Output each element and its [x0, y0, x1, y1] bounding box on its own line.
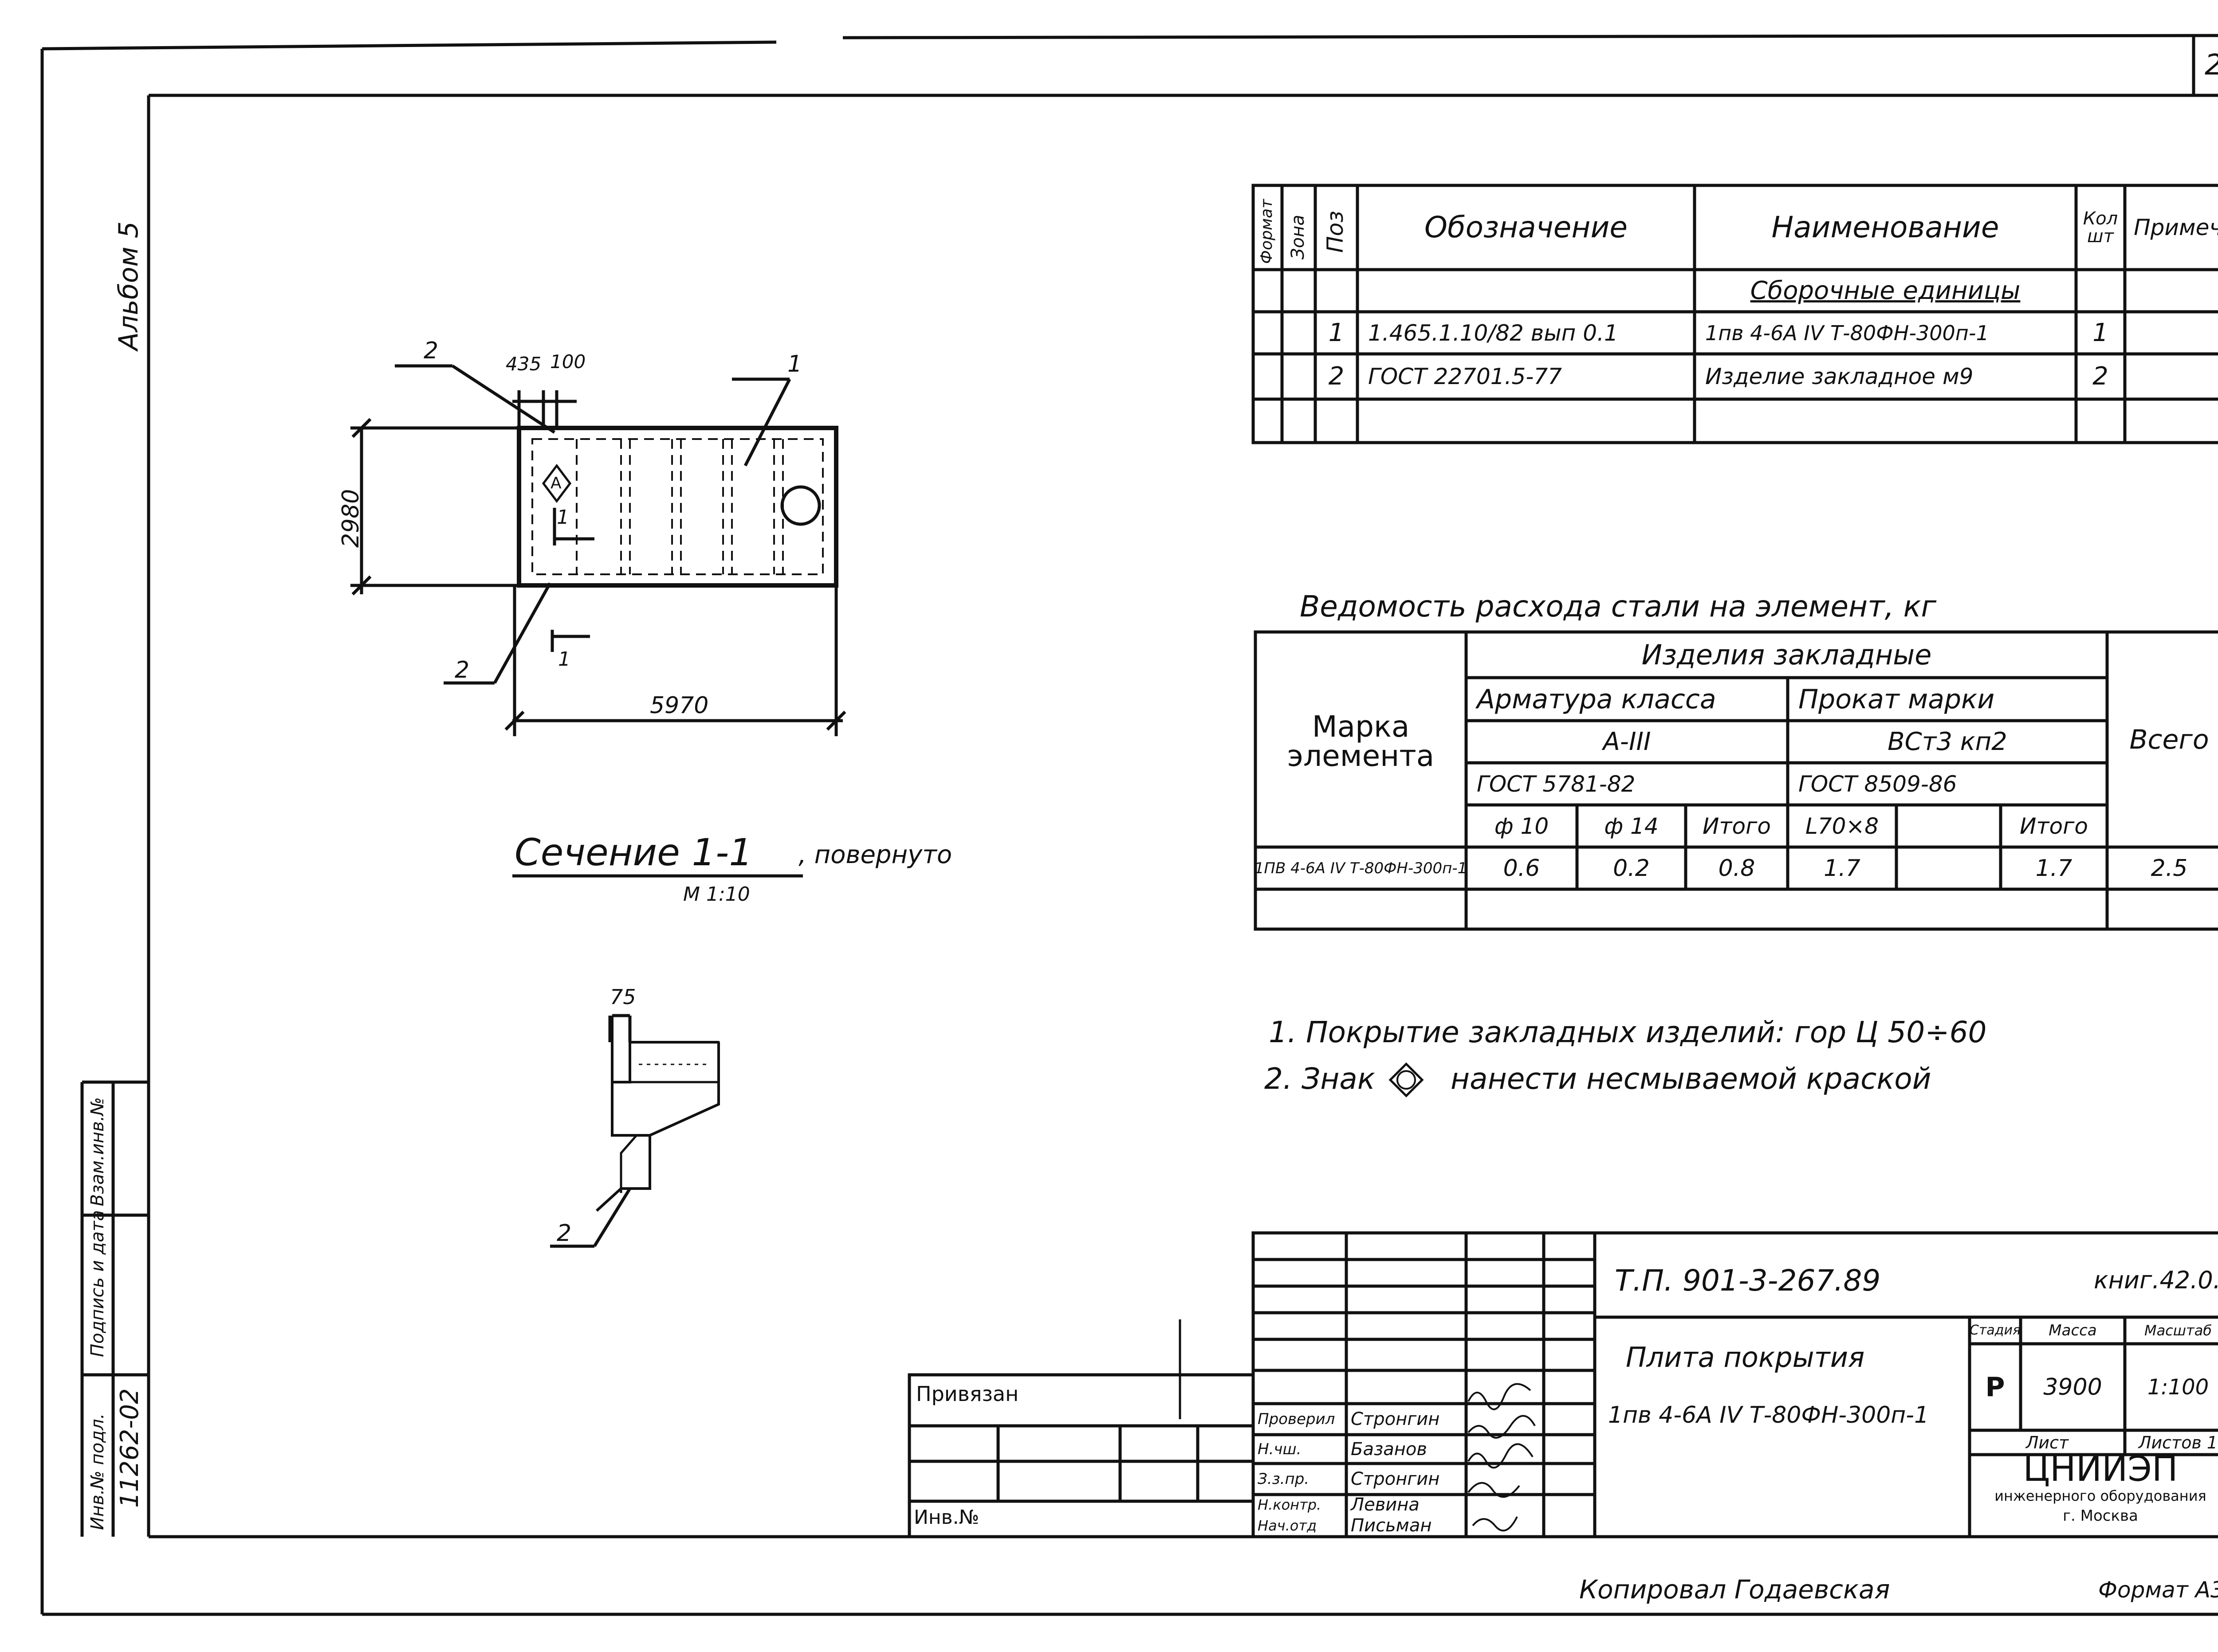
stamp-title-line2: 1пв 4-6А IV Т-80ФН-300п-1 [1608, 1402, 1929, 1428]
section-scale: М 1:10 [683, 883, 750, 906]
stamp-role-5: Нач.отд [1258, 1517, 1317, 1534]
stamp-name-3: Стронгин [1351, 1469, 1440, 1489]
spec-header-pos: Поз [1322, 211, 1348, 253]
steel-row-total2: 1.7 [2035, 855, 2072, 882]
steel-rebar-class: Арматура класса [1477, 683, 1716, 715]
steel-row-f14: 0.2 [1613, 855, 1650, 882]
section-rotated: , повернуто [798, 840, 952, 869]
plan-section-mark-bottom: 1 [558, 648, 570, 671]
stamp-scale-header: Масштаб [2144, 1322, 2212, 1339]
steel-rolled-gost: ГОСТ 8509-86 [1798, 771, 1957, 797]
spec-row-1-name: 1пв 4-6А IV Т-80ФН-300п-1 [1705, 321, 1989, 345]
steel-row-grand-total: 2.5 [2151, 855, 2188, 882]
spec-row-2-qty: 2 [2092, 362, 2108, 391]
stamp-sheets: Листов 1 [2138, 1432, 2218, 1452]
plan-section-mark-top: 1 [557, 506, 569, 529]
plan-dim-height: 2980 [338, 489, 364, 548]
stamp-name-5: Письман [1351, 1515, 1432, 1536]
plan-leader-2-bottom: 2 [455, 657, 470, 683]
steel-rolled: Прокат марки [1798, 683, 1995, 715]
plan-leader-2-top: 2 [424, 337, 439, 364]
steel-rebar-grade: А-III [1603, 727, 1651, 756]
stamp-scale: 1:100 [2147, 1374, 2209, 1400]
plan-dim-width: 5970 [650, 692, 709, 719]
side-inv-orig: Инв.№ подл. [87, 1413, 108, 1530]
steel-col-f14: ф 14 [1604, 813, 1659, 839]
sheet-number: 26 [2205, 51, 2218, 79]
section-title: Сечение 1-1 [515, 831, 753, 874]
format-label: Формат А3 [2098, 1577, 2218, 1603]
section-leader-2: 2 [557, 1220, 572, 1247]
stamp-project: Т.П. 901-3-267.89 [1615, 1264, 1881, 1298]
album-label: Альбом 5 [113, 221, 144, 350]
steel-col-angle: L70×8 [1805, 813, 1879, 839]
steel-embedded: Изделия закладные [1641, 638, 1932, 671]
stamp-inv: Инв.№ [914, 1506, 979, 1529]
spec-row-2-pos: 2 [1328, 362, 1345, 391]
note-2-prefix: 2. Знак [1264, 1062, 1375, 1096]
spec-row-1-designation: 1.465.1.10/82 вып 0.1 [1368, 320, 1618, 346]
steel-col-empty [1896, 805, 2001, 847]
note-1: 1. Покрытие закладных изделий: гор Ц 50÷… [1269, 1015, 1987, 1049]
stamp-stage-header: Стадия [1969, 1322, 2021, 1338]
stamp-title-line1: Плита покрытия [1626, 1341, 1865, 1373]
spec-header-format: Формат [1258, 199, 1276, 264]
spec-header-zone: Зона [1288, 215, 1308, 259]
spec-row-1-qty: 1 [2092, 318, 2108, 347]
side-replace: Взам.инв.№ [87, 1097, 108, 1206]
steel-row-angle: 1.7 [1824, 855, 1860, 882]
stamp-name-4: Левина [1351, 1494, 1420, 1515]
stamp-mass: 3900 [2043, 1373, 2102, 1401]
spec-row-2-designation: ГОСТ 22701.5-77 [1368, 364, 1562, 389]
steel-col-total1: Итого [1703, 813, 1771, 839]
copied-by: Копировал Годаевская [1579, 1574, 1890, 1605]
note-2-suffix: нанести несмываемой краской [1451, 1062, 1931, 1096]
stamp-role-4: Н.контр. [1258, 1496, 1321, 1513]
stamp-org-sub2: г. Москва [2063, 1507, 2138, 1525]
steel-total-header: Всего [2129, 724, 2209, 755]
plan-leader-1: 1 [787, 351, 802, 377]
note-2-mark-icon [1388, 1062, 1424, 1098]
steel-row-mark: 1ПВ 4-6А IV Т-80ФН-300п-1 [1254, 859, 1467, 877]
steel-row-empty [1896, 847, 2001, 889]
stamp-name-1: Стронгин [1351, 1409, 1440, 1429]
side-inv-value: 11262-02 [115, 1388, 144, 1508]
steel-mark-header: Марка элемента [1287, 709, 1435, 773]
spec-section-title: Сборочные единицы [1750, 276, 2021, 305]
spec-header-designation: Обозначение [1424, 210, 1628, 244]
plan-mark-letter: А [551, 474, 562, 492]
stamp-stage: Р [1985, 1371, 2005, 1403]
spec-header-name: Наименование [1771, 210, 1999, 244]
stamp-role-1: Проверил [1258, 1410, 1335, 1428]
steel-col-f10: ф 10 [1494, 813, 1549, 839]
side-sign-date: Подпись и дата [87, 1210, 108, 1357]
spec-row-1-pos: 1 [1328, 318, 1345, 347]
stamp-role-3: З.з.пр. [1258, 1470, 1310, 1488]
steel-row-total1: 0.8 [1718, 855, 1755, 882]
stamp-org: ЦНИИЭП [2023, 1449, 2178, 1489]
steel-row-f10: 0.6 [1503, 855, 1540, 882]
stamp-role-2: Н.чш. [1258, 1440, 1302, 1458]
steel-rolled-grade: ВСт3 кп2 [1888, 727, 2007, 756]
spec-header-qty: Кол шт [2083, 208, 2118, 247]
steel-title: Ведомость расхода стали на элемент, кг [1300, 589, 1937, 624]
spec-row-2-name: Изделие закладное м9 [1705, 364, 1974, 389]
stamp-sheet: Лист [2025, 1432, 2069, 1452]
stamp-book: книг.42.0.0 [2094, 1266, 2218, 1294]
stamp-bound: Привязан [916, 1382, 1019, 1406]
spec-header-note: Примеч [2134, 215, 2218, 240]
plan-dim-435: 435 [506, 353, 542, 375]
stamp-org-sub1: инженерного оборудования [1994, 1487, 2206, 1504]
stamp-name-2: Базанов [1351, 1439, 1427, 1460]
section-dim-75: 75 [610, 985, 636, 1009]
stamp-mass-header: Масса [2049, 1322, 2097, 1339]
steel-rebar-gost: ГОСТ 5781-82 [1477, 771, 1636, 797]
plan-dim-100: 100 [550, 351, 586, 373]
steel-col-total2: Итого [2020, 813, 2088, 839]
